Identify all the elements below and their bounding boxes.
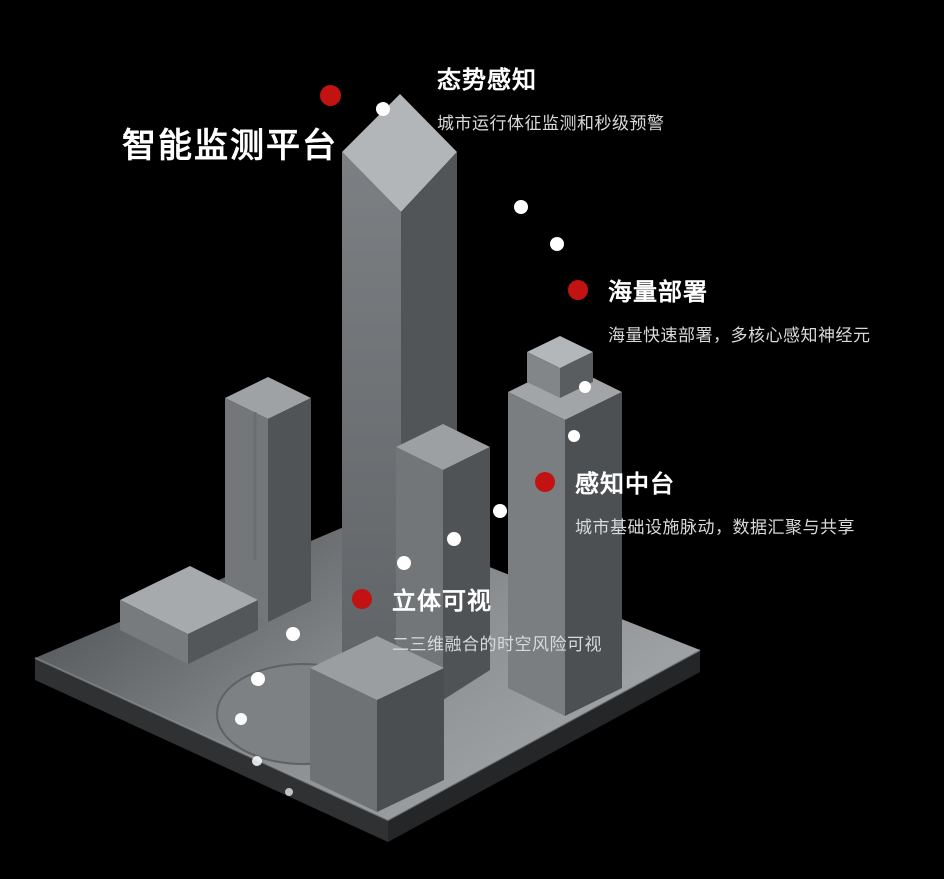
callout-title: 感知中台 — [575, 470, 675, 498]
callout-subtitle: 海量快速部署，多核心感知神经元 — [608, 326, 871, 346]
building-left-tower — [225, 377, 311, 622]
building-front-center — [310, 636, 444, 812]
callout-title: 海量部署 — [608, 278, 708, 306]
callout-head-row: 海量部署 — [568, 272, 871, 307]
building-right-tower — [508, 336, 622, 716]
red-marker-dot — [568, 279, 588, 300]
callout-massive-deployment: 海量部署 海量快速部署，多核心感知神经元 — [568, 272, 871, 346]
callout-head-row: 立体可视 — [352, 581, 602, 616]
callout-title: 态势感知 — [437, 66, 537, 94]
callout-title: 立体可视 — [392, 587, 492, 615]
callout-subtitle: 二三维融合的时空风险可视 — [392, 635, 602, 655]
callout-head-row: 感知中台 — [535, 464, 855, 499]
building-tall-tower — [342, 94, 457, 688]
trail-dots — [235, 102, 591, 796]
callout-stereoscopic-visualization: 立体可视 二三维融合的时空风险可视 — [352, 581, 602, 655]
callout-situational-awareness: 态势感知 城市运行体征监测和秒级预警 — [437, 60, 665, 134]
callout-subtitle: 城市运行体征监测和秒级预警 — [437, 114, 665, 134]
red-marker-dot — [352, 588, 372, 609]
red-marker-dot — [535, 471, 555, 492]
building-center-mid — [396, 424, 490, 700]
callout-subtitle: 城市基础设施脉动，数据汇聚与共享 — [575, 518, 855, 538]
callout-head-row: 态势感知 — [437, 60, 665, 95]
page-title: 智能监测平台 — [122, 126, 338, 166]
callout-perception-middle-platform: 感知中台 城市基础设施脉动，数据汇聚与共享 — [535, 464, 855, 538]
title-marker-dot — [320, 85, 341, 106]
building-low-front-left — [120, 566, 258, 664]
